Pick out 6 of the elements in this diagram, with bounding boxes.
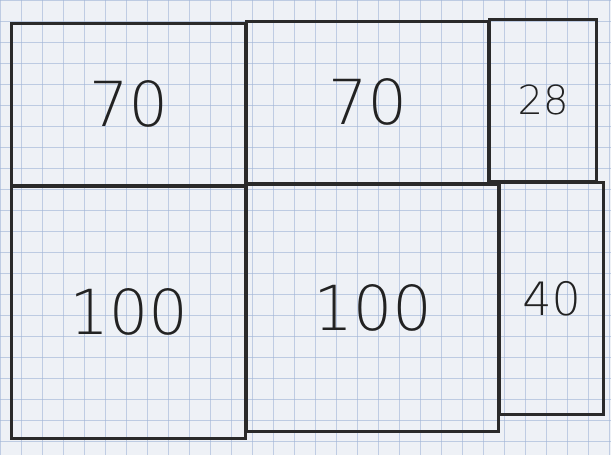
area-model-cell: 70 (245, 20, 490, 185)
area-model-cell: 70 (10, 22, 247, 187)
area-model-cell: 100 (245, 183, 500, 433)
area-model-cell: 28 (488, 18, 598, 183)
area-model-cell: 40 (498, 181, 605, 416)
area-model-cell: 100 (10, 185, 247, 440)
